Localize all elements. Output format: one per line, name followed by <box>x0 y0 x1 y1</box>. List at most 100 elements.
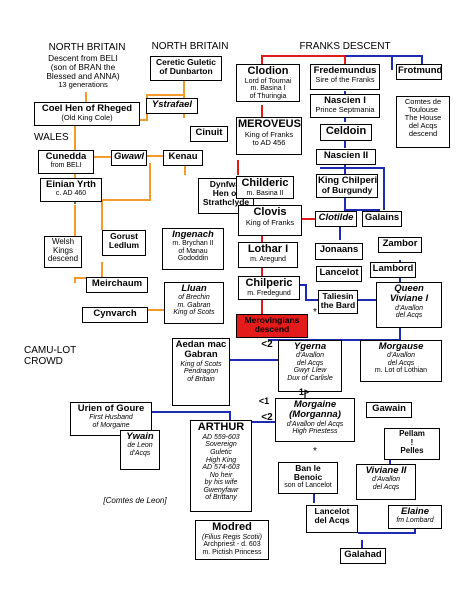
person-ywain: Ywain de Leon d'Acqs <box>120 430 160 470</box>
person-note: fm Lombard <box>396 517 434 525</box>
person-name: Jonaans <box>319 244 359 255</box>
person-note: d'Avallon <box>394 304 424 312</box>
camulot-line: CROWD <box>24 356 63 367</box>
person-gorust-ledlum: Gorust Ledlum <box>102 230 146 256</box>
comtes-de-leon-label: [Comtes de Leon] <box>103 496 167 505</box>
person-lothar: Lothar I m. Aregund <box>238 242 298 268</box>
person-note: Prince Septmania <box>315 105 375 115</box>
person-name: Cinuit <box>195 127 223 138</box>
person-chilperic: Chilperic m. Fredegund <box>238 276 300 300</box>
person-ystrafael: Ystrafael <box>146 98 198 114</box>
person-nascien-2: Nascien II <box>316 149 376 165</box>
header-north-britain-center: NORTH BRITAIN <box>151 41 229 52</box>
person-note: m. Brychan II <box>172 240 214 248</box>
person-note: del Acqs <box>408 121 438 131</box>
person-name: MEROVEUS <box>238 118 301 130</box>
person-gawain: Gawain <box>366 402 412 418</box>
person-king-chilperic-burgundy: King Chilperic of Burgundy <box>316 174 378 198</box>
annotation-star-ban: * <box>313 446 317 457</box>
person-taliesin: Taliesin the Bard <box>318 290 358 314</box>
person-name: del Acqs <box>314 515 350 526</box>
person-note: del Acqs <box>387 359 415 367</box>
person-note: Sire of the Franks <box>315 75 375 85</box>
person-name: King Chilperic <box>318 175 378 186</box>
person-name: Strathclyde <box>202 197 250 208</box>
header-north-britain-left: NORTH BRITAIN <box>48 42 126 53</box>
person-name: Merovingians <box>244 315 300 325</box>
person-name: Lothar I <box>247 243 289 255</box>
person-note: from BELI <box>50 162 82 170</box>
person-note: m. Gabran <box>177 301 211 309</box>
header-camulot: CAMU-LOT CROWD <box>24 345 94 367</box>
person-note: of Thuringia <box>249 92 287 100</box>
person-name: Aedan mac <box>175 339 227 350</box>
person-note: m. Lot of Lothian <box>374 367 428 375</box>
person-note: of Morgaine <box>92 421 130 429</box>
person-note: to AD 456 <box>252 137 286 147</box>
person-name: Lambord <box>372 263 414 274</box>
person-name: Ygerna <box>293 341 327 352</box>
person-name: Celdoin <box>325 125 367 137</box>
person-name: Benoic <box>293 472 323 483</box>
person-name: Nascien I <box>324 95 366 106</box>
person-note: of Brechin <box>178 294 210 302</box>
person-lluan: Lluan of Brechin m. Gabran King of Scots <box>164 282 224 324</box>
person-name: Lluan <box>181 283 207 294</box>
person-name: Morgaine <box>293 399 337 410</box>
descent-note-line: Blessed and ANNA) <box>46 71 120 82</box>
person-celdoin: Celdoin <box>320 124 372 141</box>
annotation-star-lancelot: * <box>313 307 317 318</box>
person-name: Nascien II <box>323 150 369 161</box>
person-note: Gwyr Llew <box>293 367 327 375</box>
person-note: Gododdin <box>177 255 209 263</box>
person-name: ! <box>410 437 414 447</box>
person-galains: Galains <box>362 211 402 227</box>
person-lancelot-del-acqs: Lancelot del Acqs <box>306 505 358 533</box>
person-note: King of Scots <box>180 360 222 368</box>
person-morgaine: Morgaine (Morganna) d'Avallon del Acqs H… <box>275 398 355 442</box>
person-note: High King <box>205 456 237 464</box>
person-name: Viviane II <box>365 465 407 476</box>
person-note: descend <box>408 129 438 139</box>
person-note: m. Fredegund <box>247 289 291 297</box>
person-name: Frotmund <box>398 65 442 76</box>
person-name: Pelles <box>400 446 424 456</box>
person-fredemundus: Fredemundus Sire of the Franks <box>310 64 380 90</box>
person-note: del Acqs <box>372 483 400 491</box>
person-name: Ystrafael <box>151 99 193 110</box>
person-note: Archpriest - d. 603 <box>203 541 261 549</box>
person-name: ARTHUR <box>197 421 245 433</box>
person-childeric: Childeric m. Basina II <box>236 176 294 199</box>
person-jonaans: Jonaans <box>315 243 363 260</box>
person-nascien-1: Nascien I Prince Septmania <box>310 94 380 118</box>
person-name: Gawain <box>372 403 406 414</box>
person-name: Welsh <box>51 237 75 246</box>
person-meirchaum: Meirchaum <box>86 277 148 293</box>
person-note: del Acqs <box>296 359 324 367</box>
person-note: AD 574-603 <box>202 464 240 472</box>
person-name: Clovis <box>253 206 287 218</box>
person-name: Gorust <box>110 231 138 241</box>
person-einian-yrth: Einian Yrth c. AD 460 <box>40 178 102 202</box>
person-note: son of Lancelot <box>284 482 332 490</box>
person-galahad: Galahad <box>340 548 386 564</box>
person-note: m. Basina II <box>246 189 284 197</box>
person-note: King of Franks <box>245 217 295 227</box>
person-name: Pellam <box>399 429 425 438</box>
camulot-line: CAMU-LOT <box>24 345 77 356</box>
person-name: Queen <box>394 283 424 294</box>
person-note: King of Scots <box>173 309 215 317</box>
person-note: m. Basina I <box>250 85 286 93</box>
person-name: Einian Yrth <box>46 179 96 190</box>
person-lancelot-top: Lancelot <box>316 266 362 282</box>
person-note: Pendragon <box>183 368 219 376</box>
descent-note-line: 13 generations <box>58 80 108 90</box>
person-name: Ledlum <box>108 240 140 251</box>
person-note: No heir <box>209 471 233 479</box>
person-viviane-2: Viviane II d'Avallon del Acqs <box>356 464 416 500</box>
person-note: of Britain <box>187 375 215 383</box>
person-urien-of-goure: Urien of Goure First Husband of Morgaine <box>70 402 152 436</box>
annotation-gt1: 1> <box>298 387 310 397</box>
person-note: d'Avallon <box>386 352 416 360</box>
